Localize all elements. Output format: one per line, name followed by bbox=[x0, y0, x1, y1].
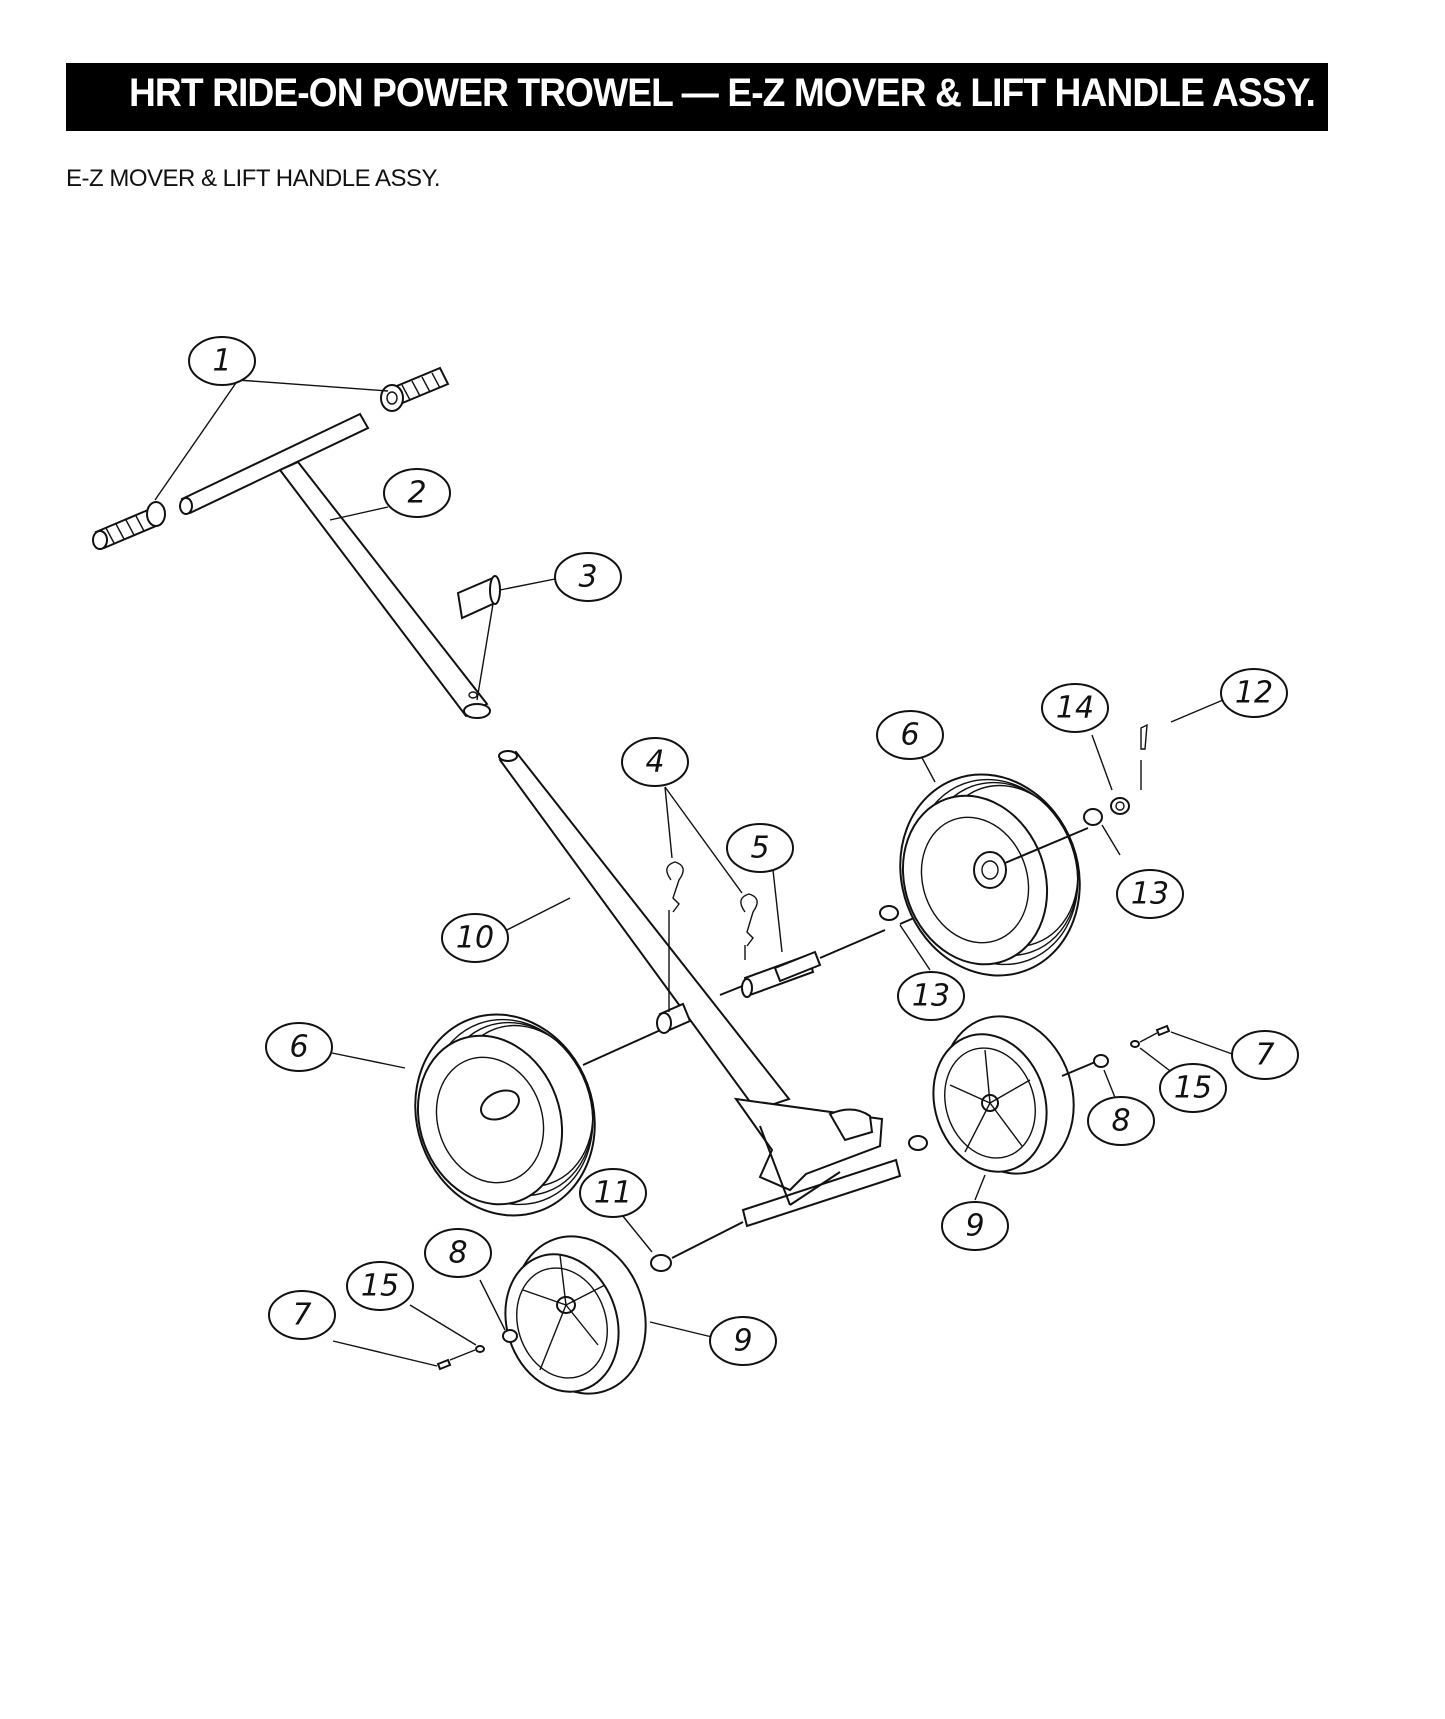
callout-label: 7 bbox=[292, 1298, 311, 1333]
grip-right bbox=[380, 366, 450, 412]
section-title: E-Z MOVER & LIFT HANDLE ASSY. bbox=[66, 165, 441, 192]
callout-label: 12 bbox=[1235, 676, 1273, 711]
washers-and-cotter bbox=[879, 723, 1148, 921]
axle-pin bbox=[582, 897, 961, 1066]
callout-7-right: 7 bbox=[1231, 1030, 1299, 1080]
callout-2: 2 bbox=[383, 468, 451, 518]
small-fasteners bbox=[436, 1024, 1171, 1371]
callout-14: 14 bbox=[1041, 683, 1109, 733]
callout-label: 8 bbox=[1111, 1104, 1130, 1139]
callout-13-lower: 13 bbox=[897, 971, 965, 1021]
callout-13-upper: 13 bbox=[1116, 869, 1184, 919]
callout-label: 14 bbox=[1056, 691, 1094, 726]
lift-handle-frame bbox=[498, 750, 902, 1228]
callout-9-right: 9 bbox=[941, 1201, 1009, 1251]
callout-label: 1 bbox=[212, 344, 231, 379]
large-wheel-rear bbox=[899, 773, 1089, 977]
callout-15-left: 15 bbox=[346, 1261, 414, 1311]
small-wheel-front bbox=[504, 1221, 744, 1395]
callout-12: 12 bbox=[1220, 668, 1288, 718]
callout-label: 4 bbox=[645, 745, 664, 780]
callout-4: 4 bbox=[621, 737, 689, 787]
callout-label: 9 bbox=[733, 1324, 752, 1359]
callout-label: 6 bbox=[289, 1030, 308, 1065]
callout-label: 7 bbox=[1255, 1038, 1274, 1073]
callout-label: 8 bbox=[448, 1236, 467, 1271]
grip-left bbox=[92, 501, 166, 550]
callout-10: 10 bbox=[441, 913, 509, 963]
callout-11: 11 bbox=[579, 1168, 647, 1218]
callout-6-front: 6 bbox=[265, 1022, 333, 1072]
callout-15-right: 15 bbox=[1159, 1063, 1227, 1113]
hair-pins bbox=[666, 861, 758, 1012]
callout-label: 3 bbox=[578, 560, 597, 595]
callout-9-left: 9 bbox=[709, 1316, 777, 1366]
large-wheel-front bbox=[414, 1013, 596, 1217]
page-title: HRT RIDE-ON POWER TROWEL — E-Z MOVER & L… bbox=[129, 71, 1316, 115]
callout-label: 2 bbox=[407, 476, 426, 511]
callout-3: 3 bbox=[554, 552, 622, 602]
callout-1: 1 bbox=[188, 336, 256, 386]
header-bar: HRT RIDE-ON POWER TROWEL — E-Z MOVER & L… bbox=[66, 63, 1328, 131]
callout-label: 5 bbox=[750, 831, 769, 866]
pin-clip bbox=[456, 575, 501, 701]
small-wheel-rear bbox=[908, 1015, 1101, 1175]
callout-label: 9 bbox=[965, 1209, 984, 1244]
callout-label: 15 bbox=[1174, 1071, 1212, 1106]
callout-8-right: 8 bbox=[1087, 1096, 1155, 1146]
callout-label: 6 bbox=[900, 718, 919, 753]
leader-lines bbox=[154, 379, 1236, 1367]
callout-label: 10 bbox=[456, 921, 494, 956]
callout-7-left: 7 bbox=[268, 1290, 336, 1340]
callout-label: 11 bbox=[594, 1176, 632, 1211]
callout-label: 13 bbox=[1131, 877, 1169, 912]
callout-label: 15 bbox=[361, 1269, 399, 1304]
callout-8-left: 8 bbox=[424, 1228, 492, 1278]
callout-6-rear: 6 bbox=[876, 710, 944, 760]
t-handle bbox=[179, 412, 491, 719]
callout-label: 13 bbox=[912, 979, 950, 1014]
callout-5: 5 bbox=[726, 823, 794, 873]
